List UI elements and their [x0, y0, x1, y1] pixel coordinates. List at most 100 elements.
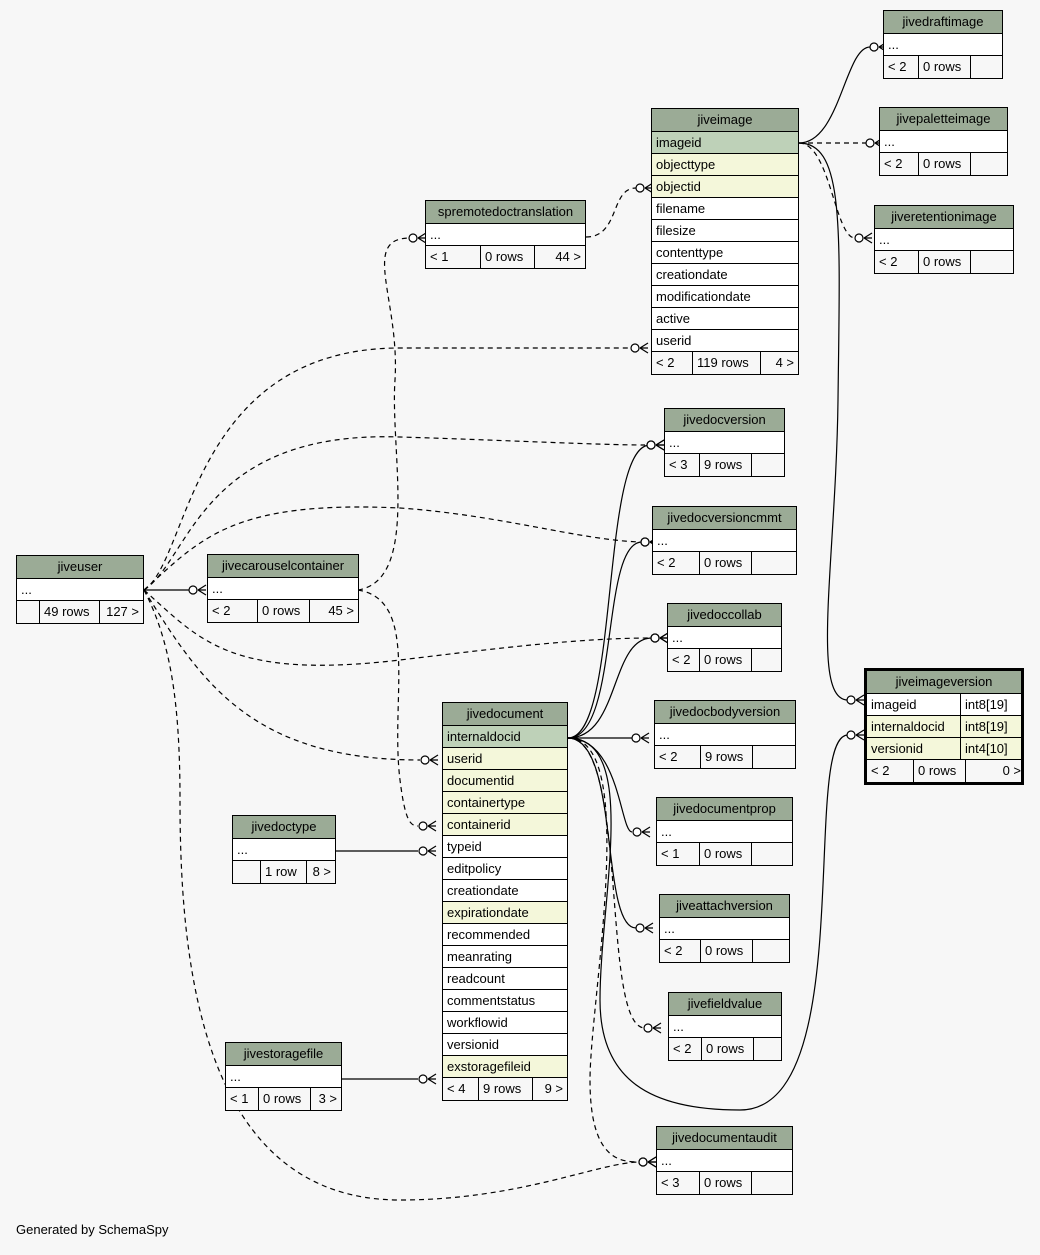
- optional-marker: [632, 827, 642, 837]
- parents-count[interactable]: < 1: [430, 249, 449, 264]
- column-row: ...: [226, 1066, 341, 1088]
- children-count[interactable]: 0 >: [965, 760, 1025, 782]
- children-count[interactable]: 3 >: [310, 1088, 341, 1110]
- parents-count[interactable]: < 2: [212, 603, 231, 618]
- table-header[interactable]: jivedocversion: [665, 409, 784, 432]
- children-count[interactable]: [970, 56, 1002, 78]
- children-count[interactable]: 44 >: [534, 246, 585, 268]
- children-count[interactable]: [752, 746, 795, 768]
- children-count[interactable]: [751, 1172, 792, 1194]
- parents-count[interactable]: < 1: [230, 1091, 249, 1106]
- children-count[interactable]: [751, 843, 792, 865]
- relationship-edge: [567, 541, 643, 739]
- column-name: expirationdate: [447, 905, 529, 920]
- column-name: userid: [656, 333, 692, 348]
- table-header[interactable]: jivedocbodyversion: [655, 701, 795, 724]
- parents-count[interactable]: < 2: [879, 254, 898, 269]
- table-header[interactable]: jiveattachversion: [660, 895, 789, 918]
- crows-foot-marker: [855, 729, 865, 741]
- parents-count[interactable]: < 2: [871, 763, 890, 778]
- relationship-edge: [143, 589, 641, 1201]
- column-name: ...: [657, 533, 668, 548]
- crows-foot-marker: [641, 826, 651, 838]
- table-header[interactable]: jiveimageversion: [867, 671, 1021, 694]
- relationship-edge: [357, 237, 411, 591]
- parents-count[interactable]: < 2: [888, 59, 907, 74]
- column-type: int4[10]: [960, 738, 1021, 759]
- children-count[interactable]: [751, 454, 784, 476]
- children-count[interactable]: 4 >: [760, 352, 798, 374]
- table-header[interactable]: jivecarouselcontainer: [208, 555, 358, 578]
- table-header[interactable]: jivedoctype: [233, 816, 335, 839]
- table-header[interactable]: jivedraftimage: [884, 11, 1002, 34]
- table-header[interactable]: jivepaletteimage: [880, 108, 1007, 131]
- children-count[interactable]: [751, 649, 781, 671]
- parents-count[interactable]: < 3: [669, 457, 688, 472]
- parents-count[interactable]: < 1: [661, 846, 680, 861]
- column-row: ...: [208, 578, 358, 600]
- column-name: ...: [661, 824, 672, 839]
- children-count[interactable]: 127 >: [99, 601, 143, 623]
- table-header[interactable]: jivedocumentprop: [657, 798, 792, 821]
- parents-count[interactable]: < 2: [672, 652, 691, 667]
- crows-foot-marker: [429, 754, 439, 766]
- table-header[interactable]: jivedoccollab: [668, 604, 781, 627]
- parents-count[interactable]: < 4: [447, 1081, 466, 1096]
- children-count[interactable]: 45 >: [309, 600, 358, 622]
- children-count[interactable]: [753, 1038, 781, 1060]
- row-count: 0 rows: [257, 600, 309, 622]
- column-name: commentstatus: [447, 993, 536, 1008]
- column-name: ...: [659, 727, 670, 742]
- parents-count[interactable]: < 2: [657, 555, 676, 570]
- parents-count[interactable]: < 2: [664, 943, 683, 958]
- parents-count[interactable]: < 2: [659, 749, 678, 764]
- parents-count[interactable]: < 2: [884, 156, 903, 171]
- parents-count[interactable]: < 2: [656, 355, 675, 370]
- table-header[interactable]: jivefieldvalue: [669, 993, 781, 1016]
- parents-count[interactable]: < 2: [673, 1041, 692, 1056]
- column-name: ...: [230, 1069, 241, 1084]
- row-count: 0 rows: [700, 940, 752, 962]
- table-header[interactable]: spremotedoctranslation: [426, 201, 585, 224]
- parents-count[interactable]: [233, 861, 260, 883]
- table-header[interactable]: jiveuser: [17, 556, 143, 579]
- children-count[interactable]: [970, 251, 1013, 273]
- parents-count[interactable]: < 3: [661, 1175, 680, 1190]
- children-count[interactable]: [751, 552, 796, 574]
- table-header[interactable]: jiveimage: [652, 109, 798, 132]
- table-header[interactable]: jivestoragefile: [226, 1043, 341, 1066]
- generated-by-footer: Generated by SchemaSpy: [16, 1222, 169, 1237]
- crows-foot-marker: [644, 922, 654, 934]
- children-count[interactable]: 9 >: [532, 1078, 567, 1100]
- column-row: contenttype: [652, 242, 798, 264]
- parents-count[interactable]: [17, 601, 39, 623]
- table-header[interactable]: jivedocversioncmmt: [653, 507, 796, 530]
- children-count[interactable]: [970, 153, 1007, 175]
- table-header[interactable]: jiveretentionimage: [875, 206, 1013, 229]
- children-count[interactable]: 8 >: [306, 861, 335, 883]
- table-header[interactable]: jivedocument: [443, 703, 567, 726]
- table-header[interactable]: jivedocumentaudit: [657, 1127, 792, 1150]
- children-count[interactable]: [752, 940, 789, 962]
